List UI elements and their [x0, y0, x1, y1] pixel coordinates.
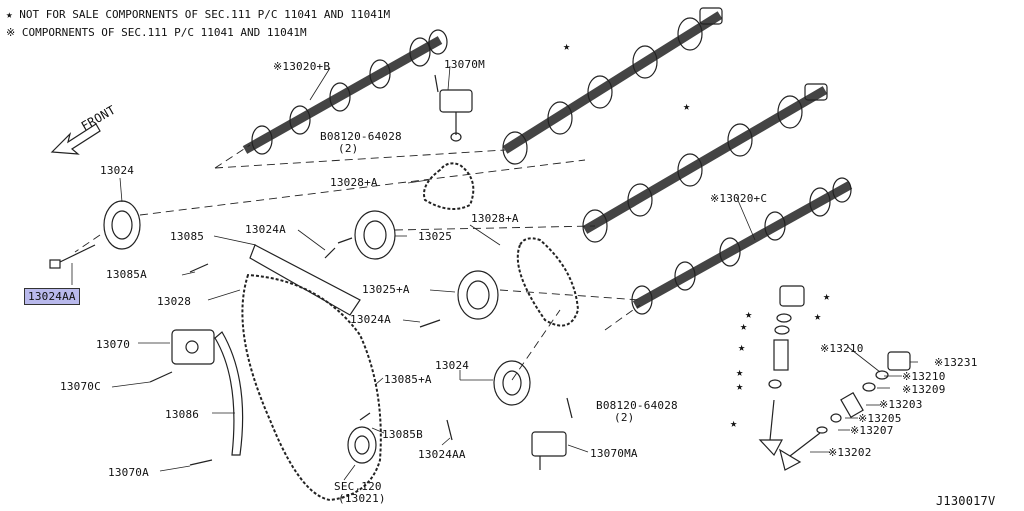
callout-13070c[interactable]: 13070C — [60, 380, 101, 393]
callout-08120-top[interactable]: B08120-64028 — [320, 130, 402, 143]
camshaft-lower-star — [582, 83, 828, 243]
legend-not-for-sale: ★ NOT FOR SALE COMPORNENTS OF SEC.111 P/… — [6, 8, 391, 21]
callout-13024aa-highlighted[interactable]: 13024AA — [24, 288, 80, 305]
star-marker: ★ — [736, 379, 744, 393]
slack-guide-13086 — [214, 331, 244, 456]
camshaft-c — [631, 177, 853, 315]
callout-13085[interactable]: 13085 — [170, 230, 205, 243]
star-marker: ★ — [730, 416, 738, 430]
callout-13024-top[interactable]: 13024 — [100, 164, 135, 177]
chain-guide-13085 — [249, 244, 361, 316]
sprocket-13025 — [337, 210, 396, 260]
callout-13020b[interactable]: ※13020+B — [273, 60, 331, 73]
star-marker: ★ — [738, 340, 746, 354]
camshaft-b — [242, 29, 448, 155]
callout-13203[interactable]: ※13203 — [879, 398, 923, 411]
callout-13202[interactable]: ※13202 — [828, 446, 872, 459]
callout-13085a-plus[interactable]: 13085+A — [384, 373, 432, 386]
callout-13028b[interactable]: 13028+A — [330, 176, 378, 189]
bolts — [49, 244, 573, 466]
callout-13025a[interactable]: 13025+A — [362, 283, 410, 296]
callout-13025[interactable]: 13025 — [418, 230, 453, 243]
sprocket-13024-mid — [493, 360, 531, 406]
star-marker: ★ — [683, 99, 691, 113]
cam-sensor-13070m — [434, 74, 473, 142]
sprocket-13024-top — [103, 200, 141, 250]
callout-13024-mid[interactable]: 13024 — [435, 359, 470, 372]
front-arrow-icon — [50, 123, 101, 155]
callout-13024a-mid[interactable]: 13024A — [350, 313, 391, 326]
callout-08120-lower-qty: (2) — [614, 411, 635, 424]
callout-sec120-sub: (13021) — [338, 492, 386, 505]
star-marker: ★ — [823, 289, 831, 303]
callout-13020c[interactable]: ※13020+C — [710, 192, 768, 205]
callout-sec120[interactable]: SEC.120 — [334, 480, 382, 493]
cam-sensor-13070ma — [531, 431, 567, 470]
diagram-code: J130017V — [936, 494, 996, 508]
camshaft-upper-star — [502, 7, 723, 165]
callout-13085a[interactable]: 13085A — [106, 268, 147, 281]
callout-13024a-top[interactable]: 13024A — [245, 223, 286, 236]
star-marker: ★ — [745, 307, 753, 321]
callout-13070[interactable]: 13070 — [96, 338, 131, 351]
callout-13209[interactable]: ※13209 — [902, 383, 946, 396]
callout-08120-top-qty: (2) — [338, 142, 359, 155]
chains — [241, 162, 580, 502]
legend-components: ※ COMPORNENTS OF SEC.111 P/C 11041 AND 1… — [6, 26, 307, 39]
tensioner-13070 — [171, 329, 215, 365]
star-marker: ★ — [740, 319, 748, 333]
star-marker: ★ — [736, 365, 744, 379]
sprocket-13025a — [457, 270, 499, 320]
callout-13085b[interactable]: 13085B — [382, 428, 423, 441]
callout-13070a[interactable]: 13070A — [108, 466, 149, 479]
leader-lines — [71, 65, 918, 481]
callout-13205[interactable]: ※13205 — [858, 412, 902, 425]
callout-13028[interactable]: 13028 — [157, 295, 192, 308]
callout-13210-lower[interactable]: ※13210 — [902, 370, 946, 383]
callout-13231[interactable]: ※13231 — [934, 356, 978, 369]
valve-train-left — [758, 285, 805, 457]
star-marker: ★ — [563, 39, 571, 53]
star-marker: ★ — [814, 309, 822, 323]
callout-13028a[interactable]: 13028+A — [471, 212, 519, 225]
assembly-lines — [74, 144, 641, 381]
callout-13207[interactable]: ※13207 — [850, 424, 894, 437]
callout-13070ma[interactable]: 13070MA — [590, 447, 638, 460]
callout-13086[interactable]: 13086 — [165, 408, 200, 421]
callout-08120-lower[interactable]: B08120-64028 — [596, 399, 678, 412]
callout-13210-upper[interactable]: ※13210 — [820, 342, 864, 355]
valve-train-right — [779, 351, 911, 471]
crank-sprocket — [347, 426, 377, 464]
callout-13024aa-lower[interactable]: 13024AA — [418, 448, 466, 461]
callout-13070m[interactable]: 13070M — [444, 58, 485, 71]
